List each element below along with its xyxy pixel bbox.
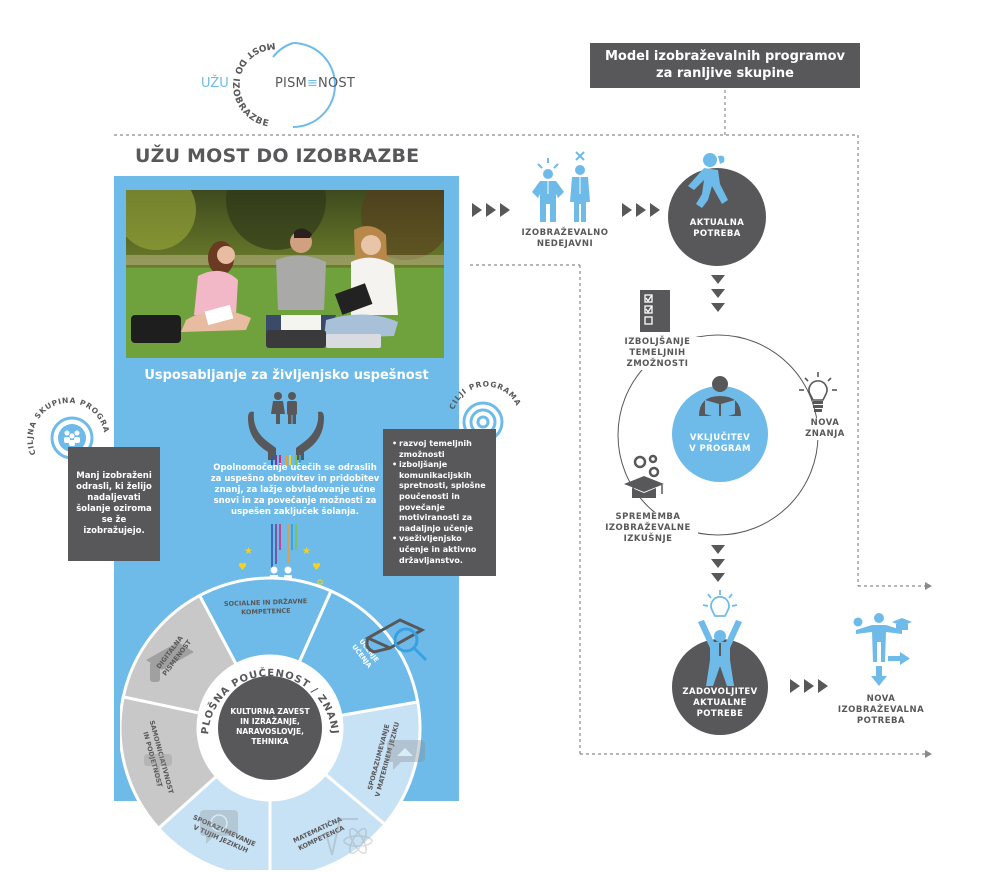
mission-statement: Opolnomočenje učečih se odraslih za uspe… — [210, 463, 380, 517]
model-title-line: Model izobraževalnih programov — [604, 49, 846, 64]
cycle-item-skills: IZBOLJŠANJE TEMELJNIH ZMOŽNOSTI — [605, 337, 710, 370]
gears-graduation-icon — [624, 454, 664, 498]
svg-text:♥: ♥ — [238, 562, 247, 573]
goal-item: izboljšanje komunikacijskih spretnosti, … — [392, 460, 490, 534]
down-arrows-icon — [711, 275, 725, 312]
goal-item: razvoj temeljnih zmožnosti — [392, 439, 490, 460]
label-line: POTREBE — [696, 709, 744, 719]
target-group-box: Manj izobraženi odrasli, ki želijo nadal… — [68, 447, 160, 561]
wheel-center-label: IN IZRAŽANJE, — [240, 717, 300, 726]
reading-person-icon — [699, 376, 741, 418]
svg-text:✡: ✡ — [316, 578, 324, 589]
logo-uzu: UŽU — [201, 76, 229, 91]
color-stripes — [271, 455, 301, 465]
label-line: AKTUALNE — [693, 698, 747, 708]
svg-text:♥: ♥ — [312, 562, 321, 573]
need-satisfied-label: ZADOVOLJITEV AKTUALNE POTREBE — [672, 687, 768, 720]
model-title-line: za ranljive skupine — [656, 66, 794, 81]
label-line: IZKUŠNJE — [623, 534, 673, 544]
label-line: NEDEJAVNI — [536, 239, 594, 249]
group-people-icon — [64, 430, 80, 446]
triple-arrow-icon — [622, 203, 660, 217]
book-search-icon — [364, 618, 428, 662]
label-line: POTREBA — [856, 716, 906, 726]
label-line: AKTUALNA — [689, 218, 745, 228]
logo-arc-text: MOST DO IZOBRAZBE — [230, 40, 275, 130]
chat-globe-icon — [200, 810, 238, 844]
svg-text:★: ★ — [302, 546, 311, 557]
svg-text:★: ★ — [244, 546, 253, 557]
lightbulb-icon — [799, 372, 837, 412]
arrow-head-icon — [925, 750, 932, 758]
down-arrows-icon — [711, 545, 725, 582]
logo-text-part: NOST — [318, 76, 355, 91]
label-line: IZOBRAŽEVALNE — [605, 523, 691, 533]
book-icon — [146, 642, 194, 682]
panel-subtitle: Usposabljanje za življenjsko uspešnost — [144, 368, 429, 383]
logo-text-part: PISM — [275, 76, 307, 91]
thinking-person-icon — [688, 153, 728, 208]
happy-person-icon — [698, 590, 742, 686]
logo-arc: MOST DO IZOBRAZBE — [230, 40, 336, 130]
goals-arc-label: CILJI PROGRAMA — [447, 380, 522, 411]
model-title-box: Model izobraževalnih programov za ranlji… — [590, 43, 860, 88]
label-line: NOVA — [810, 418, 840, 428]
svg-text:MOST DO IZOBRAZBE: MOST DO IZOBRAZBE — [230, 40, 276, 130]
enrollment-label: VKLJUČITEV V PROGRAM — [672, 433, 768, 455]
competences-wheel: SOCIALNE IN DRŽAVNEKOMPETENCEUČENJEUČENJ… — [120, 570, 422, 870]
cycle-item-new-knowledge: NOVA ZNANJA — [800, 418, 850, 440]
label-line: NOVA — [866, 694, 896, 704]
triple-arrow-icon — [790, 679, 828, 693]
label-line: V PROGRAM — [689, 444, 751, 454]
students-photo — [126, 190, 444, 358]
wheel-center-label: TEHNIKA — [251, 737, 288, 746]
label-line: IZBOLJŠANJE — [624, 337, 691, 347]
current-need-label: AKTUALNA POTREBA — [668, 218, 766, 240]
label-line: ZADOVOLJITEV — [682, 687, 758, 697]
checklist-icon — [640, 290, 670, 332]
goals-box: razvoj temeljnih zmožnosti izboljšanje k… — [383, 429, 496, 576]
label-line: TEMELJNIH — [629, 348, 686, 358]
label-line: SPREMEMBA — [615, 512, 681, 522]
page-title: UŽU MOST DO IZOBRAZBE — [135, 145, 420, 167]
goal-item: vseživljenjsko učenje in aktivno državlj… — [392, 534, 490, 566]
label-line: ZMOŽNOSTI — [626, 359, 689, 369]
disengaged-people-icon — [532, 151, 590, 222]
photo-illustration — [126, 190, 444, 358]
wheel-center — [218, 676, 322, 780]
wheel-segment-label: SOCIALNE IN DRŽAVNE — [224, 596, 308, 608]
new-need-label: NOVA IZOBRAŽEVALNA POTREBA — [826, 694, 936, 727]
logo-e-icon: ≡ — [306, 76, 319, 91]
label-line: IZOBRAŽEVALNA — [837, 705, 925, 715]
wheel-segment-label: KOMPETENCE — [241, 607, 291, 617]
chat-image-icon — [387, 740, 425, 770]
target-group-badge: CILJNA SKUPINA PROGRAMA — [22, 392, 110, 460]
logo-pismenost: PISM≡NOST — [275, 76, 355, 91]
arrow-head-icon — [925, 582, 932, 590]
label-line: VKLJUČITEV — [689, 433, 751, 443]
new-need-person-icon — [853, 613, 912, 686]
label-line: ZNANJA — [805, 429, 845, 439]
label-line: IZOBRAŽEVALNO — [521, 228, 609, 238]
paint-roller-icon — [144, 754, 172, 786]
triple-arrow-icon — [472, 203, 510, 217]
step-disengaged-label: IZOBRAŽEVALNO NEDEJAVNI — [515, 228, 615, 250]
hands-people-icon — [248, 392, 324, 460]
wheel-center-label: NARAVOSLOVJE, — [236, 727, 304, 736]
math-science-icon — [319, 818, 373, 856]
cycle-item-experience: SPREMEMBA IZOBRAŽEVALNE IZKUŠNJE — [598, 512, 698, 545]
label-line: POTREBA — [693, 229, 741, 239]
logo: MOST DO IZOBRAZBE UŽU PISM≡NOST — [195, 35, 375, 135]
svg-text:CILJI PROGRAMA: CILJI PROGRAMA — [447, 380, 523, 411]
wheel-center-label: KULTURNA ZAVEST — [230, 707, 310, 716]
